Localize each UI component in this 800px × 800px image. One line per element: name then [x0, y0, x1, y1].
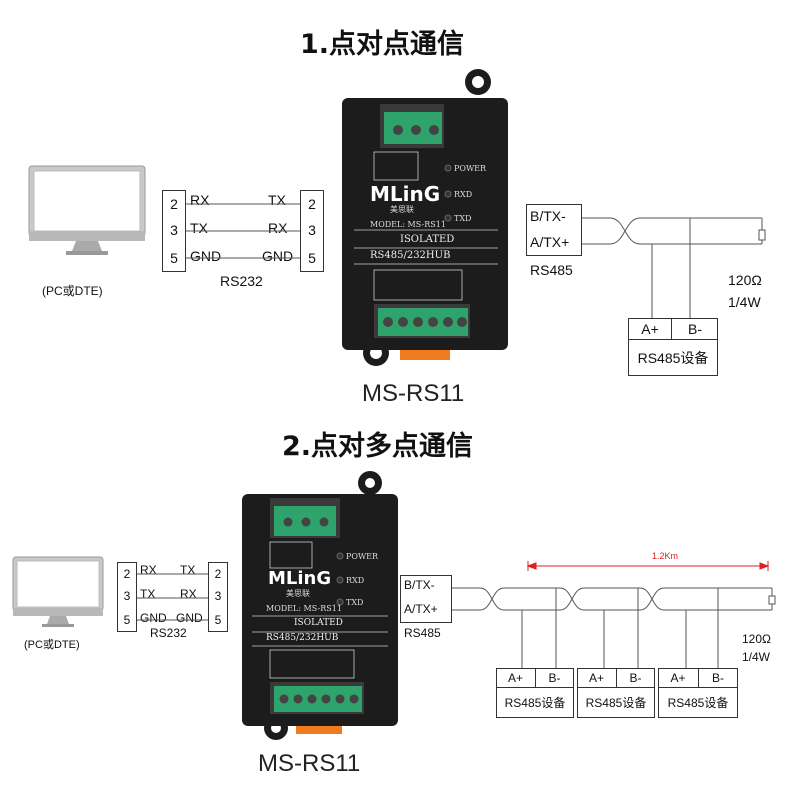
rs485-device-terminal: B-	[548, 671, 561, 685]
rs485-device-name: RS485设备	[637, 350, 709, 366]
db9-left-pin: 2	[123, 567, 131, 581]
rs485-device-divider	[535, 668, 536, 688]
section2-title: 2.点对多点通信	[282, 431, 474, 462]
db9-right-connector	[208, 562, 228, 632]
led-label: TXD	[454, 214, 472, 223]
brand-subtitle: 美思联	[390, 205, 414, 214]
rs485-device-divider	[671, 318, 672, 340]
db9-left-pin: 5	[170, 250, 178, 266]
rs232-left-signal: GND	[140, 611, 167, 625]
db9-left-connector	[117, 562, 137, 632]
resistor-value: 120Ω	[728, 272, 762, 288]
rs232-left-signal: GND	[190, 248, 222, 264]
db9-left-pin: 3	[123, 589, 131, 603]
db9-right-pin: 2	[214, 567, 222, 581]
rs232-caption: RS232	[150, 626, 187, 640]
rs485-caption: RS485	[404, 626, 441, 640]
db9-left-pin: 3	[170, 222, 178, 238]
rs485-device-divider	[616, 668, 617, 688]
brand-logo: MLinG	[268, 568, 332, 589]
led-label: TXD	[346, 598, 364, 607]
rs485-device-terminal: A+	[588, 671, 604, 685]
led-label: RXD	[454, 190, 473, 199]
rs485-line-label: B/TX-	[530, 208, 566, 224]
rs232-right-signal: GND	[262, 248, 294, 264]
db9-right-pin: 5	[214, 613, 222, 627]
rs485-device-terminal: B-	[688, 321, 702, 337]
rs485-device-terminal: B-	[712, 671, 724, 685]
rs232-left-signal: TX	[190, 220, 208, 236]
db9-right-pin: 2	[308, 196, 316, 212]
rs485-line-label: A/TX+	[404, 602, 438, 616]
resistor-value: 120Ω	[742, 632, 771, 646]
rs485-device-terminal: A+	[641, 321, 659, 337]
db9-right-pin: 5	[308, 250, 316, 266]
brand-subtitle: 美思联	[286, 589, 310, 598]
db9-right-pin: 3	[214, 589, 222, 603]
pc-label: (PC或DTE)	[42, 284, 103, 298]
rs485-device-divider	[698, 668, 699, 688]
model-label: MODEL: MS-RS11	[266, 604, 342, 613]
db9-left-connector	[162, 190, 186, 272]
converter-module: POWER RXD TXD MLinG 美思联 MODEL: MS-RS11 I…	[340, 68, 510, 368]
led-label: POWER	[454, 164, 487, 173]
pc-monitor-icon	[28, 165, 146, 257]
converter-module-drawing	[342, 69, 508, 366]
rs232-right-signal: GND	[176, 611, 203, 625]
rs232-right-signal: RX	[268, 220, 288, 236]
isolated-label: ISOLATED	[400, 234, 455, 245]
pc-monitor-icon	[12, 556, 104, 628]
model-label: MODEL: MS-RS11	[370, 220, 446, 229]
db9-left-pin: 2	[170, 196, 178, 212]
rs232-caption: RS232	[220, 273, 263, 289]
hub-label: RS485/232HUB	[370, 250, 451, 261]
rs485-device-terminal: B-	[629, 671, 642, 685]
rs485-device-name: RS485设备	[504, 695, 566, 710]
rs485-device-divider	[628, 318, 718, 340]
distance-label: 1.2Km	[652, 551, 679, 561]
model-caption: MS-RS11	[258, 750, 361, 777]
db9-left-pin: 5	[123, 613, 131, 627]
section1-title: 1.点对点通信	[300, 29, 465, 60]
converter-module: POWER RXD TXD MLinG 美思联 MODEL: MS-RS11 I…	[240, 470, 400, 742]
db9-right-connector	[300, 190, 324, 272]
rs485-device-terminal: A+	[670, 671, 686, 685]
led-label: RXD	[346, 576, 365, 585]
db9-right-pin: 3	[308, 222, 316, 238]
converter-module-drawing	[242, 471, 398, 740]
hub-label: RS485/232HUB	[266, 633, 339, 643]
rs485-device-name: RS485设备	[667, 695, 729, 710]
rs485-terminal-block	[400, 575, 452, 623]
rs485-device-name: RS485设备	[585, 695, 647, 710]
rs485-line-label: B/TX-	[404, 578, 435, 592]
pc-label: (PC或DTE)	[24, 639, 80, 651]
led-label: POWER	[346, 552, 379, 561]
rs485-terminal-block	[526, 204, 582, 256]
resistor-power: 1/4W	[728, 294, 761, 310]
isolated-label: ISOLATED	[294, 618, 343, 628]
model-caption: MS-RS11	[362, 380, 465, 407]
rs485-device-terminal: A+	[507, 671, 523, 685]
rs485-line-label: A/TX+	[530, 234, 570, 250]
brand-logo: MLinG	[370, 182, 441, 206]
resistor-power: 1/4W	[742, 650, 771, 664]
rs485-caption: RS485	[530, 262, 573, 278]
